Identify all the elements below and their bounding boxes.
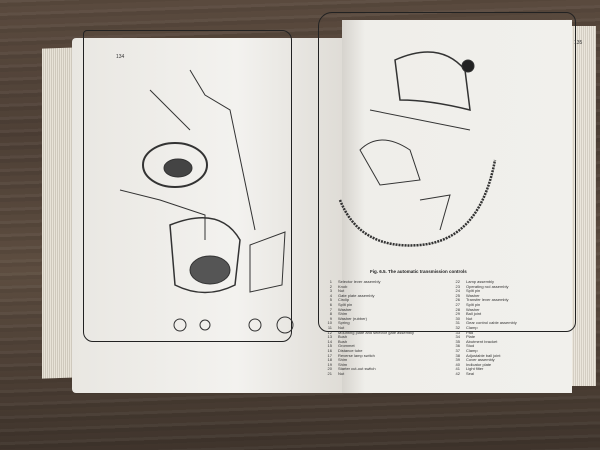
page-number-left: 134: [116, 54, 125, 60]
open-book: [42, 18, 598, 396]
page-number-right: 135: [574, 40, 583, 46]
seals-row: [173, 316, 294, 334]
right-page: [342, 20, 572, 393]
pan-gasket: [249, 231, 286, 293]
left-illustration-frame: [83, 30, 292, 342]
linkage-rods: [119, 69, 256, 240]
figure-caption: Fig. 6.5. The automatic transmission con…: [370, 269, 467, 274]
converter-housing: [169, 217, 241, 294]
flywheel-drawing: [142, 142, 208, 188]
right-illustration-frame: [318, 12, 576, 332]
selector-assembly: [338, 51, 497, 247]
